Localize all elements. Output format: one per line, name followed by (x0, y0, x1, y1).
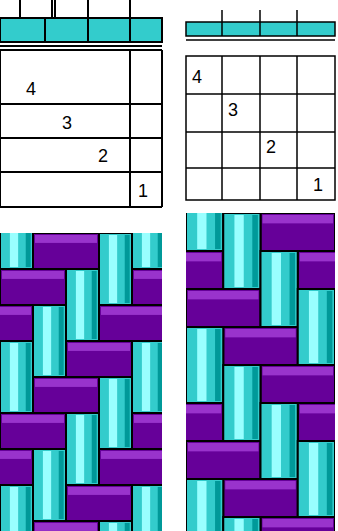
callout-number: 3 (228, 101, 238, 119)
callout-number: 4 (192, 68, 202, 86)
woven-cloth (0, 233, 162, 531)
threading-row (186, 10, 335, 40)
callout-number: 4 (26, 80, 36, 98)
callout-number: 1 (313, 176, 323, 194)
treadling-grid (186, 56, 335, 200)
callout-number: 2 (98, 147, 108, 165)
callout-number: 3 (62, 114, 72, 132)
treadling-grid (0, 50, 162, 207)
callout-number: 1 (138, 182, 148, 200)
threading-row (0, 0, 162, 50)
woven-cloth (186, 213, 335, 531)
callout-number: 2 (266, 138, 276, 156)
